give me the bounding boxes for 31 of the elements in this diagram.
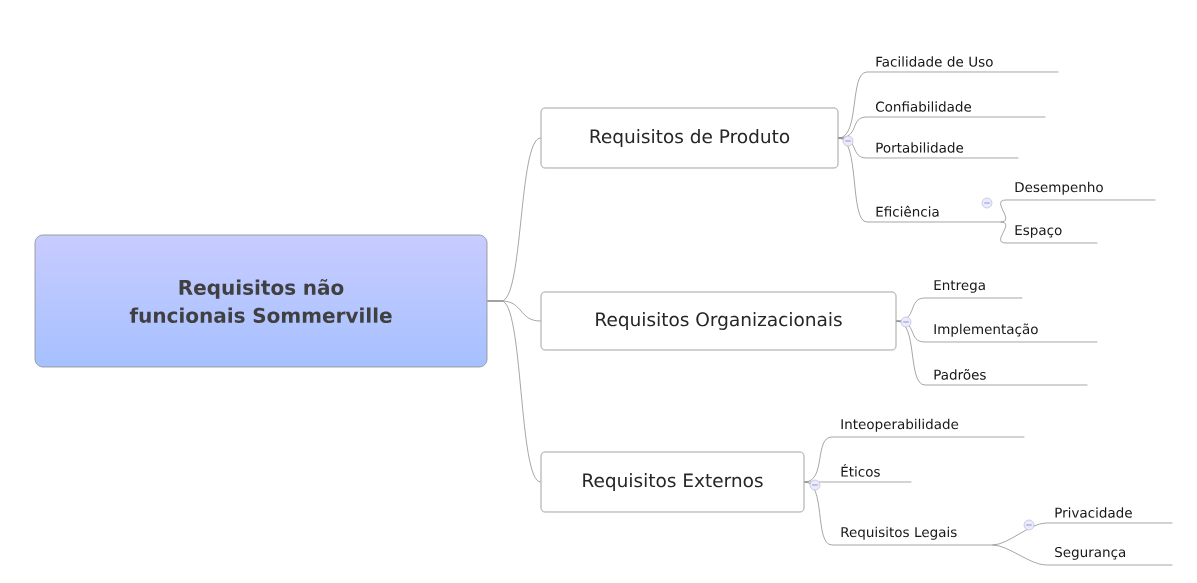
subtopic: Entrega xyxy=(924,280,1023,299)
connector-line xyxy=(838,137,868,159)
subtopic: Confiabilidade xyxy=(866,101,1046,118)
subtopic: Implementação xyxy=(924,323,1098,343)
subtopic: Eficiência xyxy=(866,205,1001,223)
subtopic: Padrões xyxy=(924,369,1088,386)
subtopic: Segurança xyxy=(1045,546,1173,566)
topic-box: Requisitos de Produto xyxy=(540,107,839,169)
connector-line xyxy=(804,481,833,546)
topic-box: Requisitos Externos xyxy=(540,451,805,513)
subtopic: Éticos xyxy=(831,464,912,483)
connector-line xyxy=(896,297,926,322)
subtopic: Espaço xyxy=(1005,225,1098,244)
connector-line xyxy=(992,522,1047,546)
connector-line xyxy=(804,481,833,483)
root-topic-box: Requisitos não funcionais Sommerville xyxy=(34,234,488,368)
connector-line xyxy=(1000,199,1007,223)
subtopic: Privacidade xyxy=(1045,507,1173,524)
subtopic: Desempenho xyxy=(1005,181,1156,201)
connector-line xyxy=(838,116,868,139)
subtopic: Requisitos Legais xyxy=(831,526,993,546)
subtopic: Facilidade de Uso xyxy=(866,56,1059,73)
connector-line xyxy=(992,544,1047,566)
connector-line xyxy=(896,320,926,386)
connector-line xyxy=(838,137,868,223)
connector-line xyxy=(896,320,926,343)
subtopic: Inteoperabilidade xyxy=(831,418,1025,438)
connector-line xyxy=(1000,221,1007,244)
topic-box: Requisitos Organizacionais xyxy=(540,291,897,351)
connector-line xyxy=(487,300,541,483)
subtopic: Portabilidade xyxy=(866,142,1019,159)
